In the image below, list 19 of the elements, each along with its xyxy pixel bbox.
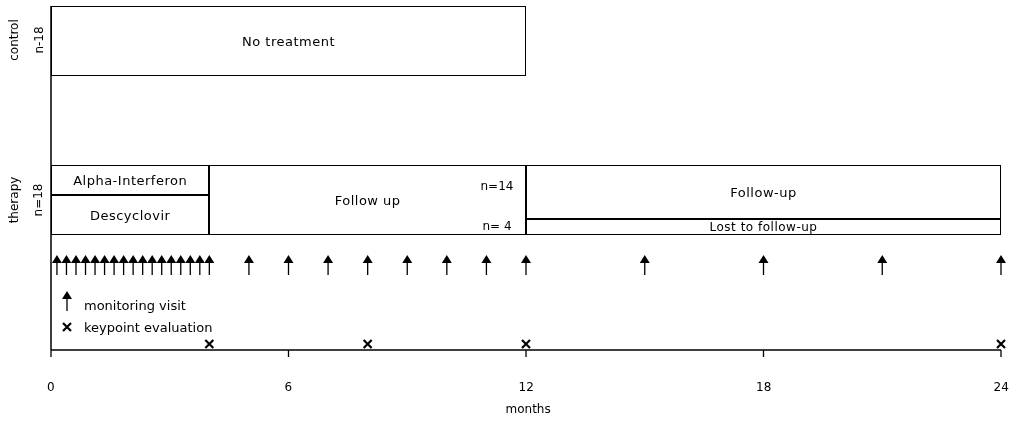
group-size: n-18	[31, 26, 46, 54]
lost-bar: Lost to follow-up	[526, 219, 1001, 235]
treatment-bar: No treatment	[51, 6, 526, 76]
axis-title: months	[505, 402, 551, 416]
tick-label: 24	[993, 380, 1009, 394]
subgroup-size: n= 4	[482, 219, 512, 233]
treatment-bar: Descyclovir	[51, 195, 210, 235]
subgroup-size: n=14	[480, 179, 514, 193]
group-label: control	[6, 19, 21, 61]
tick-label: 18	[756, 380, 772, 394]
tick-label: 12	[518, 380, 534, 394]
tick-label: 6	[284, 380, 293, 394]
tick-label: 0	[47, 380, 55, 394]
follow-up-bar: Follow-up	[526, 165, 1001, 219]
legend-text: keypoint evaluation	[84, 319, 213, 335]
treatment-bar: Alpha-Interferon	[51, 165, 210, 195]
legend-text: monitoring visit	[84, 297, 186, 313]
group-label: therapy	[6, 176, 21, 224]
group-size: n=18	[30, 183, 45, 217]
